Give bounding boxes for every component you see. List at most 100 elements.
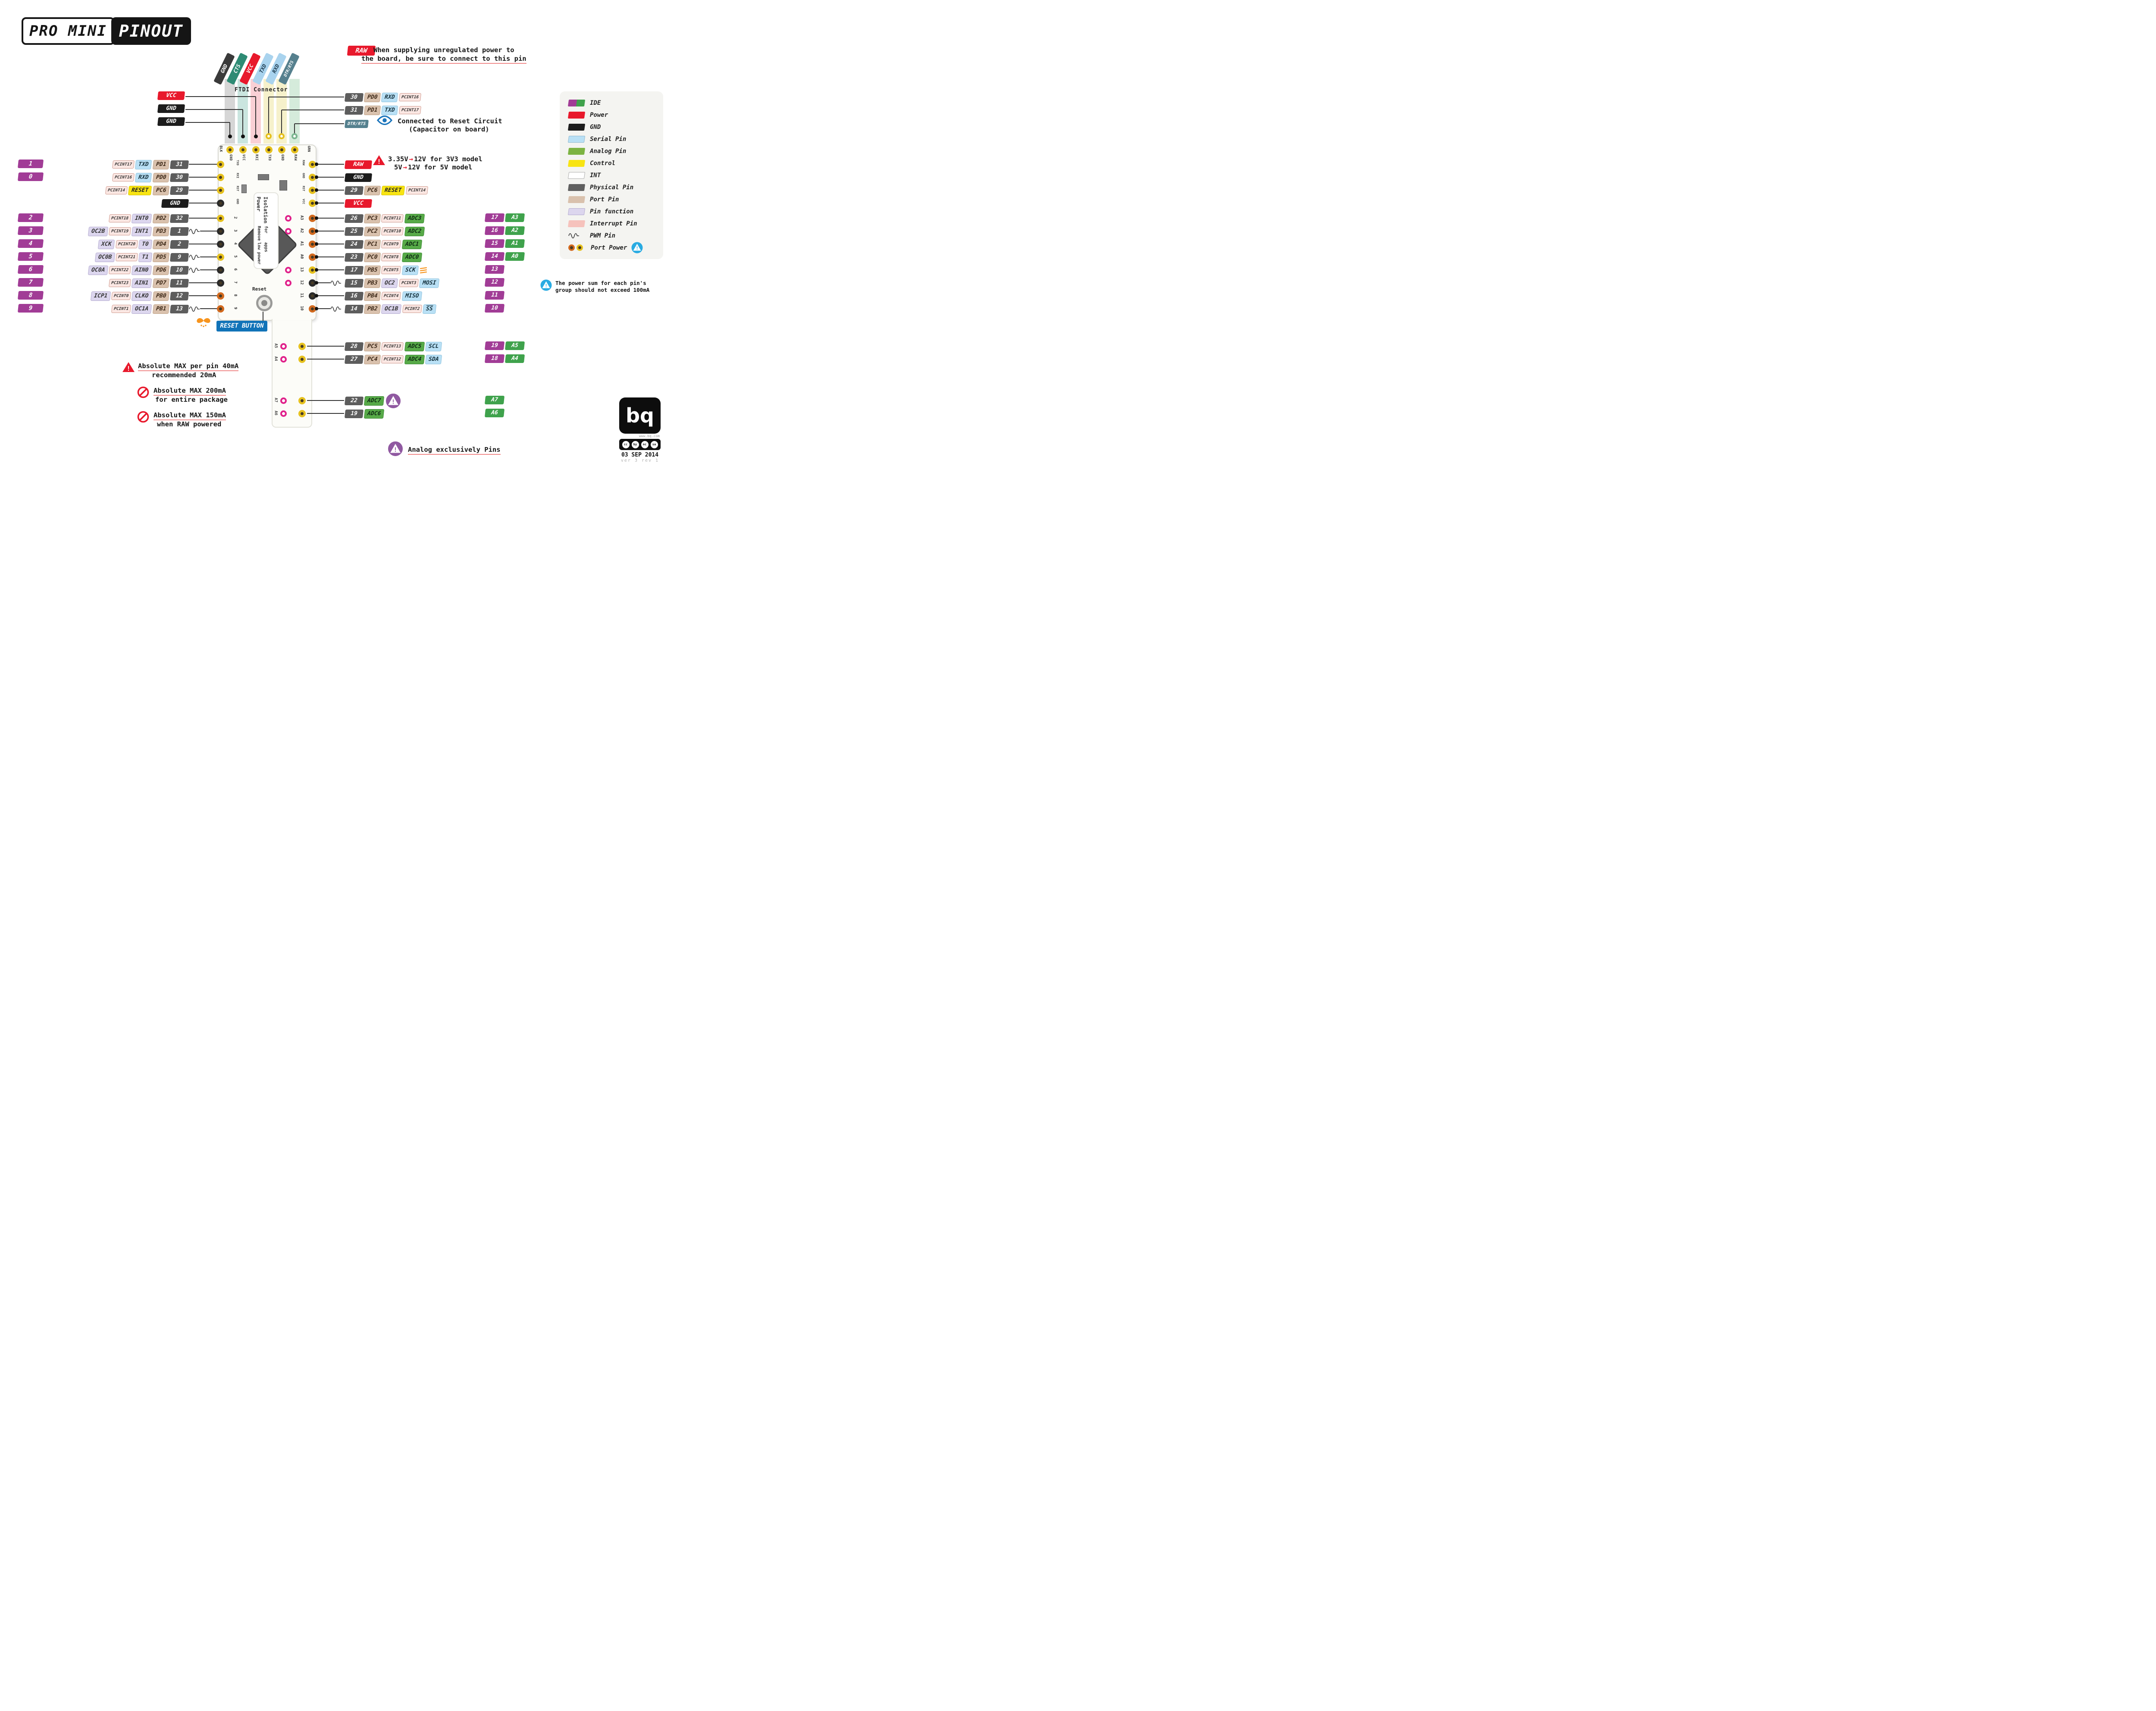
warning-icon: ! <box>373 154 385 168</box>
wire <box>189 164 219 165</box>
wire-dot <box>254 134 258 138</box>
pin-tag-a7: A7 <box>484 396 505 404</box>
analog-exclusive-note: Analog exclusively Pins <box>408 446 501 455</box>
pin-tag-18: 18 <box>484 354 505 363</box>
pin-id-tags: A6 <box>484 409 505 417</box>
ext-pin-label: A4 <box>273 356 278 361</box>
wire <box>189 295 219 296</box>
max-pin-note-line1: Absolute MAX per pin 40mA <box>138 362 239 371</box>
legend-label: Port Pin <box>590 196 619 203</box>
wire <box>268 97 269 134</box>
pin-tag-16: 16 <box>344 291 364 300</box>
pin-tag-a2: A2 <box>505 226 525 235</box>
pwm-icon <box>330 306 342 314</box>
pin-tag-pcint20: PCINT20 <box>115 240 138 248</box>
wire <box>318 269 344 270</box>
pin-tag-pcint17: PCINT17 <box>398 106 422 114</box>
pin-hole <box>291 146 298 153</box>
pin-tag-oc0b: OC0B <box>94 252 115 262</box>
pin-tag-pd3: PD3 <box>152 226 170 236</box>
raw-note-line1: When supplying unregulated power to <box>373 46 514 54</box>
warning-icon: ! <box>631 242 643 253</box>
pin-tag-pd1: PD1 <box>152 160 170 169</box>
pin-hole <box>216 227 224 235</box>
arduino-pin-1: 1 <box>17 160 44 168</box>
pin-tag-reset: RESET <box>381 185 405 195</box>
wire <box>189 177 219 178</box>
pin-tag-int0: INT0 <box>132 213 152 223</box>
pin-tag-pcint14: PCINT14 <box>405 186 428 194</box>
pin-tag-pcint9: PCINT9 <box>381 240 401 248</box>
reset-button-label: RESET BUTTON <box>216 321 267 332</box>
pin-tag-t0: T0 <box>138 239 152 249</box>
legend-item-physical-pin: Physical Pin <box>567 184 655 191</box>
pin-tag-9: 9 <box>17 304 44 313</box>
wire <box>185 122 230 123</box>
legend-item-port-power: Port Power! <box>568 242 655 253</box>
legend-item-pin-function: Pin function <box>567 208 655 215</box>
pin-tag-14: 14 <box>484 252 505 261</box>
pin-tag-pb4: PB4 <box>364 291 381 301</box>
board-corner-label-grn: GRN <box>307 146 311 152</box>
legend-swatch-int <box>567 172 586 179</box>
pin-tag-vcc: VCC <box>157 91 185 100</box>
wire <box>200 308 219 309</box>
legend-label: Power <box>590 111 608 119</box>
pin-tag-adc6: ADC6 <box>364 409 385 419</box>
pin-tag-17: 17 <box>484 213 505 222</box>
pin-tag-txd: TXD <box>381 105 399 115</box>
pin-tag-pd5: PD5 <box>152 252 170 262</box>
sck-icon <box>420 267 427 274</box>
pin-tag-14: 14 <box>344 304 364 313</box>
board-top-pin-label: GND <box>229 154 233 161</box>
legend-swatch-analog <box>567 147 586 155</box>
pin-tag-pd4: PD4 <box>152 239 170 249</box>
legend-label: Control <box>590 160 616 167</box>
wire-dot <box>315 216 318 220</box>
pin-tag-icp1: ICP1 <box>90 291 111 301</box>
ext-pin-label: A6 <box>273 410 278 416</box>
pin-hole <box>239 146 247 153</box>
pin-tag-9: 9 <box>169 253 189 262</box>
wire <box>318 282 330 283</box>
board-rail-label: RAW <box>302 160 305 166</box>
board-pin-label: 13 <box>299 267 304 272</box>
wire <box>318 177 344 178</box>
pin-tag-pcint10: PCINT10 <box>381 227 404 235</box>
warning-icon: ! <box>540 279 552 293</box>
pin-tag-pcint16: PCINT16 <box>398 93 422 101</box>
pin-hole <box>280 356 287 363</box>
pin-hole <box>216 186 224 194</box>
board-rail-label: RXI <box>236 173 239 178</box>
svg-text:!: ! <box>394 447 397 454</box>
reset-button-center <box>261 300 267 306</box>
pin-tag-oc2: OC2 <box>381 278 399 288</box>
pin-tag-ain1: AIN1 <box>132 278 152 288</box>
pin-tag-t1: T1 <box>138 252 152 262</box>
pin-row: GND <box>69 198 189 208</box>
pin-hole <box>280 410 287 417</box>
pin-tag-mosi: MOSI <box>419 278 440 288</box>
pin-tag-adc4: ADC4 <box>404 354 425 364</box>
pin-tag-2: 2 <box>17 213 44 222</box>
pin-tag-11: 11 <box>484 291 505 300</box>
wire <box>189 190 219 191</box>
wire <box>295 123 344 124</box>
pin-tag-pc1: PC1 <box>364 239 381 249</box>
board-pin-number: 2 <box>233 216 238 219</box>
pin-tag-pcint12: PCINT12 <box>381 355 404 363</box>
pin-tag-pb5: PB5 <box>364 265 381 275</box>
supply-tag-vcc-212: VCC <box>157 91 185 100</box>
wire-dot <box>315 307 318 310</box>
smd-component <box>279 180 287 191</box>
svg-text:!: ! <box>636 246 639 251</box>
wire-dot <box>241 134 245 138</box>
